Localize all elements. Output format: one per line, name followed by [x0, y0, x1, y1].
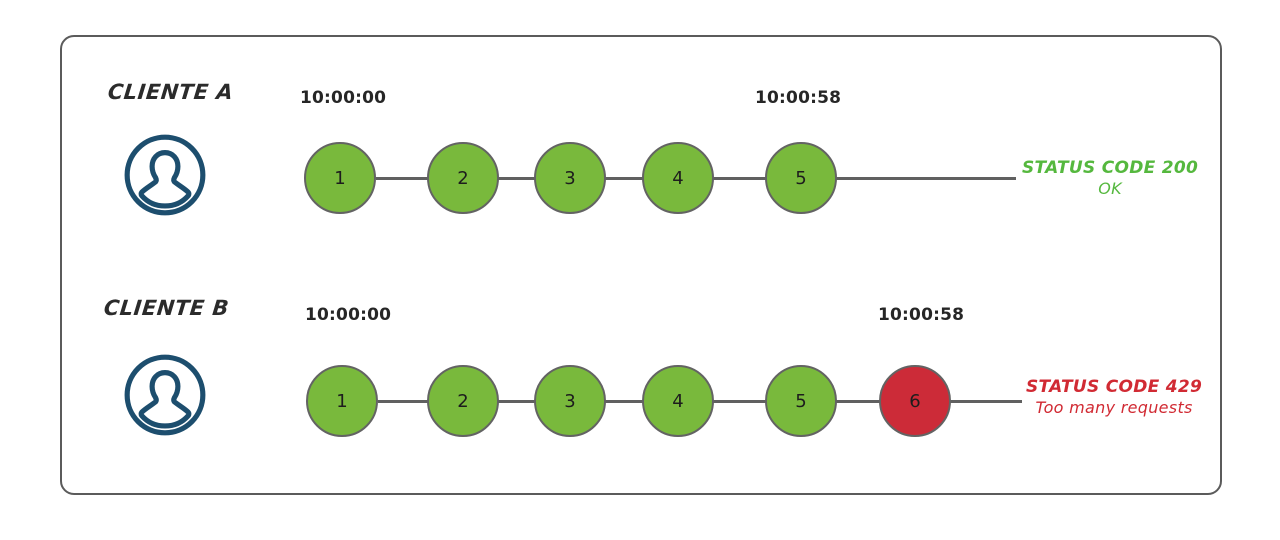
user-avatar-icon	[122, 352, 208, 438]
timestamp-b-end: 10:00:58	[878, 305, 965, 325]
link-b-5-6	[836, 400, 884, 403]
status-a-code: STATUS CODE 200	[1022, 158, 1199, 178]
timestamp-b-start: 10:00:00	[305, 305, 392, 325]
request-node-number: 5	[795, 167, 807, 189]
request-node-number: 4	[672, 167, 684, 189]
link-a-1-2	[376, 177, 428, 180]
request-node-number: 6	[909, 390, 921, 412]
status-b-code: STATUS CODE 429	[1026, 377, 1203, 397]
request-node-number: 1	[334, 167, 346, 189]
link-b-tail	[950, 400, 1022, 403]
link-b-3-4	[604, 400, 644, 403]
link-b-2-3	[496, 400, 536, 403]
request-node[interactable]: 2	[427, 142, 499, 214]
status-badge-b: STATUS CODE 429 Too many requests	[1026, 377, 1202, 418]
client-b-label: CLIENTE B	[102, 296, 231, 320]
user-avatar-icon	[122, 132, 208, 218]
timestamp-a-end: 10:00:58	[755, 88, 842, 108]
request-node[interactable]: 4	[642, 142, 714, 214]
request-node-number: 2	[457, 167, 469, 189]
diagram-frame	[60, 35, 1222, 495]
status-b-text: Too many requests	[1035, 398, 1193, 418]
request-node[interactable]: 4	[642, 365, 714, 437]
request-node[interactable]: 5	[765, 142, 837, 214]
status-badge-a: STATUS CODE 200 OK	[1022, 158, 1198, 199]
request-node[interactable]: 5	[765, 365, 837, 437]
request-node-number: 1	[336, 390, 348, 412]
link-b-1-2	[378, 400, 428, 403]
link-a-3-4	[604, 177, 644, 180]
request-node[interactable]: 3	[534, 365, 606, 437]
request-node[interactable]: 1	[306, 365, 378, 437]
request-node[interactable]: 2	[427, 365, 499, 437]
status-a-text: OK	[1098, 179, 1122, 199]
request-node-number: 5	[795, 390, 807, 412]
timestamp-a-start: 10:00:00	[300, 88, 387, 108]
request-node-number: 3	[564, 167, 576, 189]
link-a-4-5	[712, 177, 766, 180]
request-node[interactable]: 1	[304, 142, 376, 214]
request-node-number: 3	[564, 390, 576, 412]
link-a-tail	[836, 177, 1016, 180]
request-node-blocked[interactable]: 6	[879, 365, 951, 437]
link-a-2-3	[496, 177, 536, 180]
request-node[interactable]: 3	[534, 142, 606, 214]
client-a-label: CLIENTE A	[106, 80, 235, 104]
request-node-number: 2	[457, 390, 469, 412]
request-node-number: 4	[672, 390, 684, 412]
link-b-4-5	[712, 400, 766, 403]
